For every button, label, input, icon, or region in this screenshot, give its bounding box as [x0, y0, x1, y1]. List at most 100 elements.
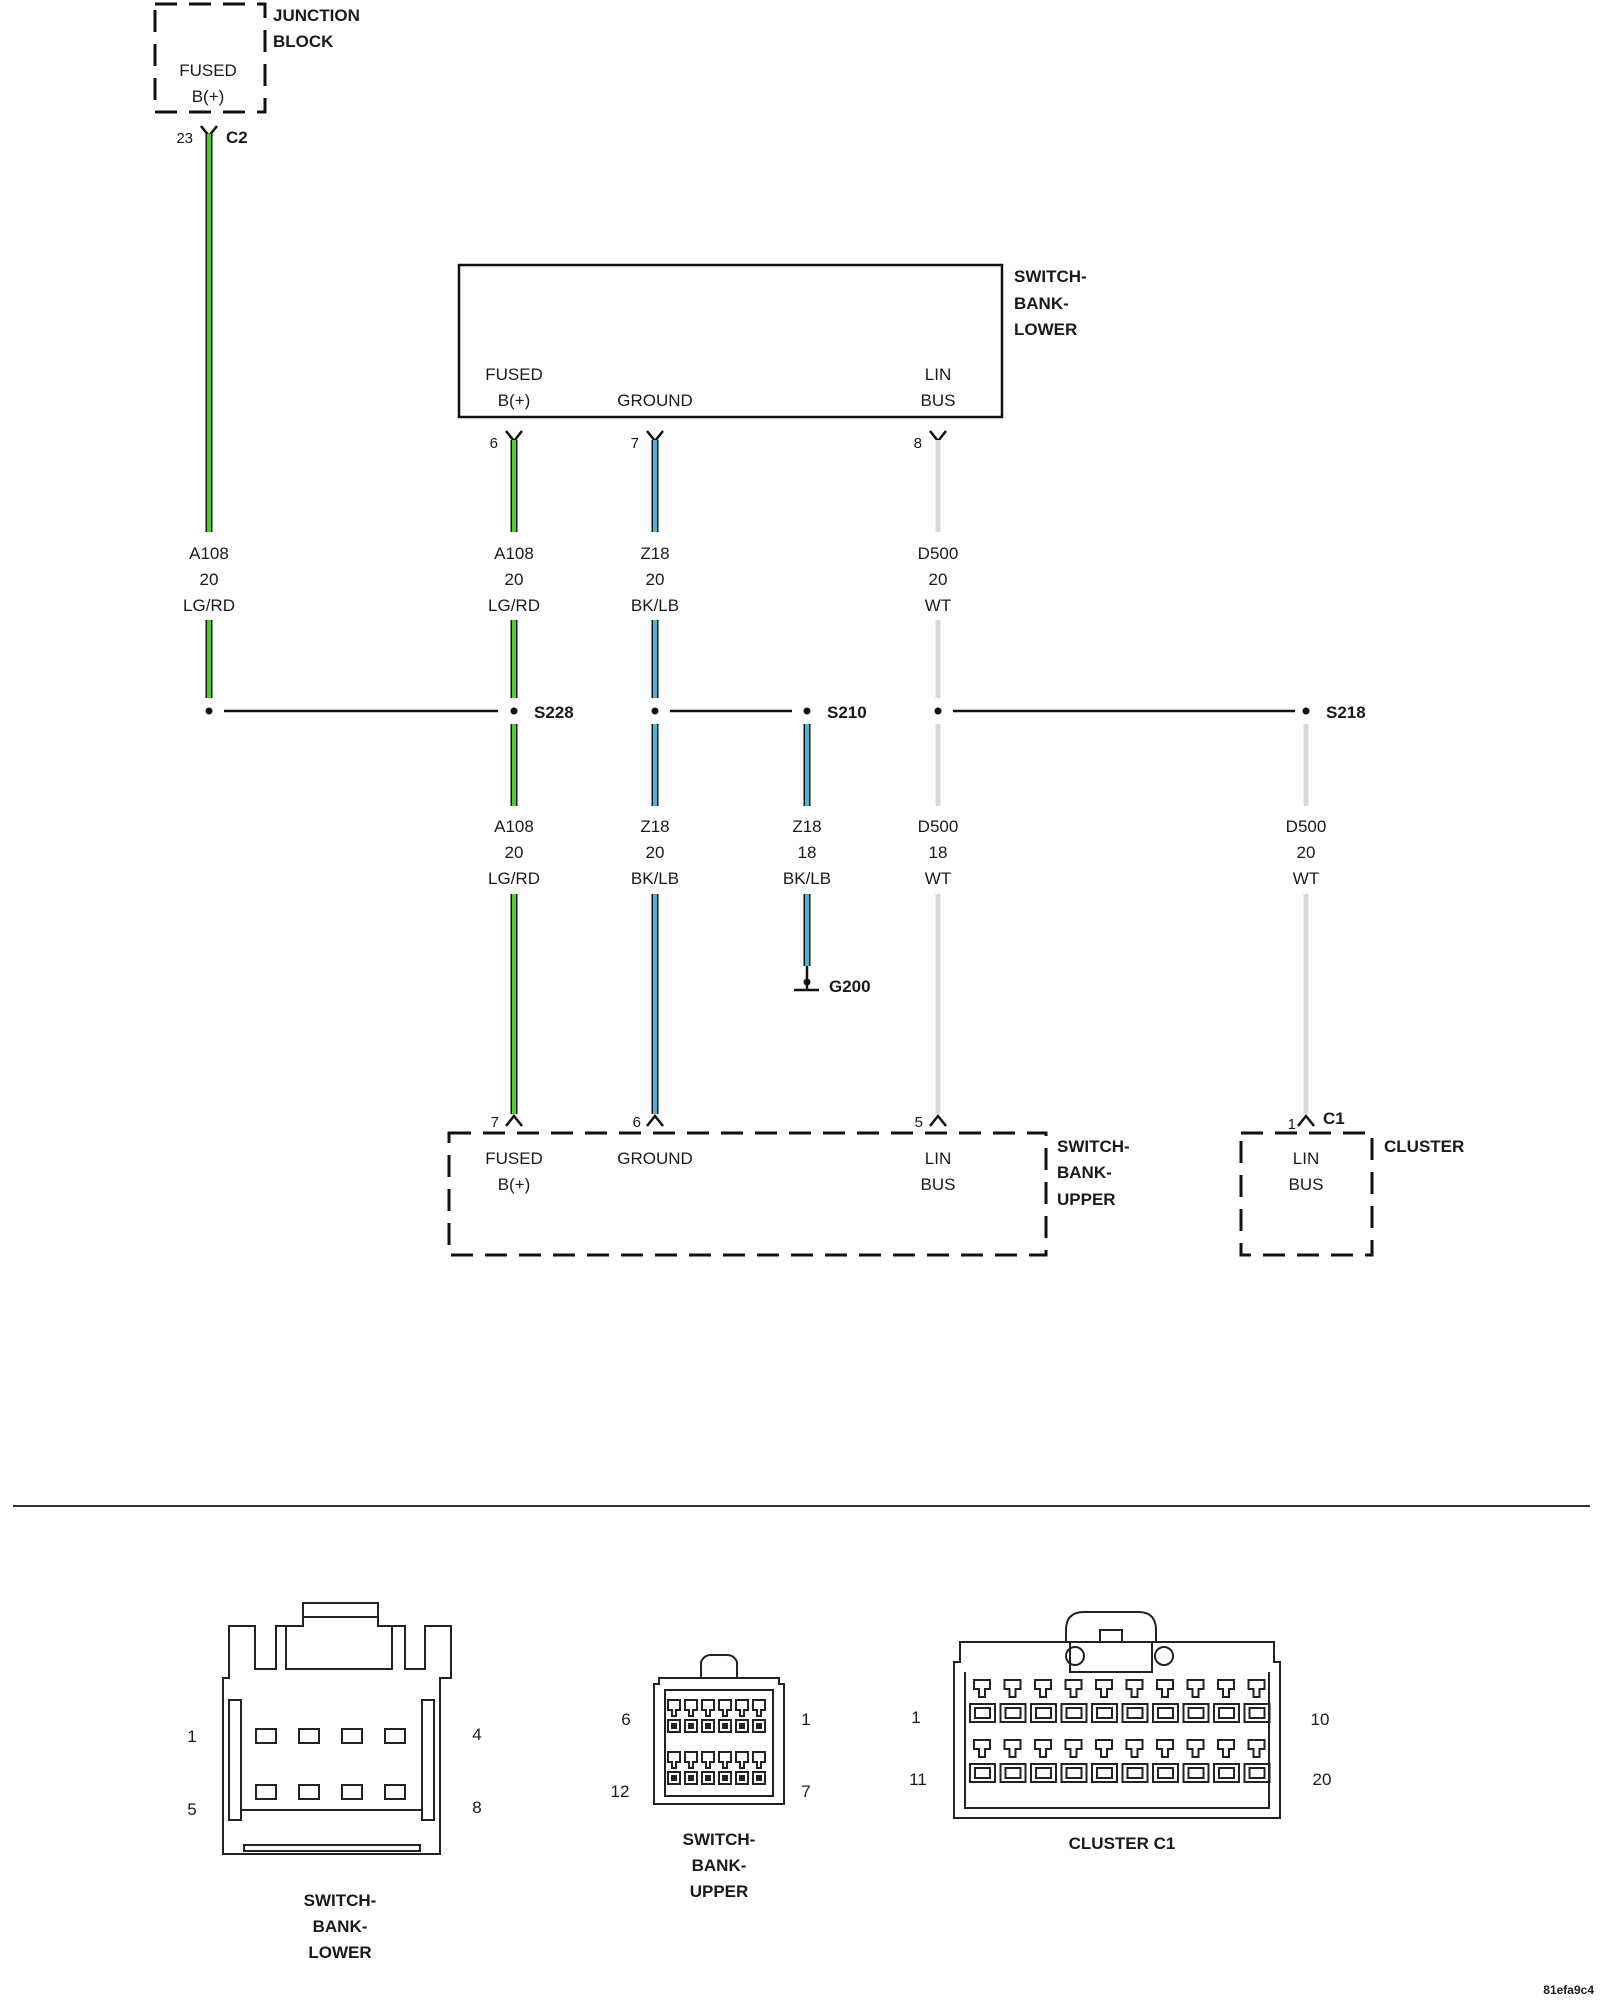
cavity	[1060, 1763, 1088, 1783]
cavity	[1060, 1703, 1088, 1723]
wire-label-circuit: A108	[494, 544, 534, 563]
cavity-latch	[1034, 1679, 1052, 1698]
cavity	[1243, 1703, 1271, 1723]
pin-label: 1	[911, 1708, 920, 1727]
wire-label-gauge: 20	[505, 843, 524, 862]
cavity	[1243, 1763, 1271, 1783]
cavity-terminal	[1218, 1707, 1235, 1719]
switch-bank-lower-pin8-label-1: LIN	[925, 365, 951, 384]
cavity-terminal	[1126, 1707, 1144, 1719]
cavity-latch	[1217, 1739, 1235, 1758]
junction-block-name-1: JUNCTION	[273, 6, 360, 25]
wire-label-circuit: D500	[918, 817, 959, 836]
cavity-latch	[752, 1699, 766, 1717]
junction-block-outline	[153, 2, 267, 114]
cavity-terminal	[722, 1775, 728, 1781]
switch-bank-upper-name-1: SWITCH-	[1057, 1137, 1130, 1156]
splice-label-s218: S218	[1326, 703, 1366, 722]
cavity	[969, 1703, 996, 1723]
wire-label-color: WT	[925, 596, 951, 615]
cavity-terminal	[1004, 1707, 1022, 1719]
cavity	[735, 1719, 749, 1733]
cavity-terminal	[1248, 1767, 1266, 1779]
connector-caption-1: SWITCH-	[304, 1891, 377, 1910]
cavity-terminal	[756, 1775, 762, 1781]
cavity-terminal	[1157, 1767, 1174, 1779]
cavity-terminal	[1157, 1707, 1174, 1719]
cavity-terminal	[671, 1723, 677, 1729]
splice-dot	[1302, 707, 1310, 715]
switch-bank-lower-pin8-label-2: BUS	[921, 391, 956, 410]
connector-post	[1154, 1646, 1174, 1666]
cavity	[1091, 1763, 1118, 1783]
cavity	[1182, 1763, 1210, 1783]
cavity	[701, 1771, 715, 1785]
switch-bank-upper-pin7-symbol	[505, 1113, 523, 1127]
cavity-latch	[667, 1751, 681, 1769]
switch-bank-lower-pin6-number: 6	[490, 435, 498, 452]
connector-housing	[222, 1602, 452, 1855]
ground-label: G200	[829, 977, 871, 996]
switch-bank-upper-pin7-label-2: B(+)	[498, 1175, 531, 1194]
cavity	[1030, 1763, 1057, 1783]
pin-label: 5	[187, 1800, 196, 1819]
switch-bank-lower-pin6-label-1: FUSED	[485, 365, 543, 384]
cavity	[1030, 1703, 1057, 1723]
switch-bank-lower-pin6-label-2: B(+)	[498, 391, 531, 410]
switch-bank-upper-outline	[447, 1131, 1048, 1257]
cavity	[718, 1771, 732, 1785]
wire-label-gauge: 20	[1297, 843, 1316, 862]
switch-bank-upper-name-2: BANK-	[1057, 1163, 1112, 1182]
wire-label-color: WT	[1293, 869, 1319, 888]
cavity-latch	[1003, 1739, 1022, 1758]
cluster-connector: C1	[1323, 1109, 1345, 1128]
cluster-name: CLUSTER	[1384, 1137, 1464, 1156]
connector-latch	[285, 1625, 393, 1670]
wires-lower	[510, 724, 1309, 1114]
cluster-label-2: BUS	[1289, 1175, 1324, 1194]
wire-label-color: BK/LB	[631, 596, 679, 615]
cavity	[999, 1763, 1027, 1783]
cavity-latch	[1125, 1679, 1144, 1698]
switch-bank-upper-pin5-label-2: BUS	[921, 1175, 956, 1194]
switch-bank-lower-name-3: LOWER	[1014, 320, 1077, 339]
connector-caption-1: SWITCH-	[683, 1830, 756, 1849]
switch-bank-lower-pin8-symbol	[929, 430, 947, 444]
cavity	[341, 1784, 363, 1800]
switch-bank-upper-name-3: UPPER	[1057, 1190, 1116, 1209]
figure-code: 81efa9c4	[1543, 1983, 1594, 1997]
wire-label-circuit: D500	[918, 544, 959, 563]
cavity	[684, 1771, 698, 1785]
junction-block: JUNCTION BLOCK FUSED B(+) 23 C2	[153, 2, 360, 147]
switch-bank-upper-pin6-number: 6	[633, 1114, 641, 1131]
pin-label: 7	[801, 1782, 810, 1801]
cavity-terminal	[739, 1723, 745, 1729]
cavity-terminal	[688, 1775, 694, 1781]
connector-cavities-cluster	[969, 1679, 1271, 1783]
connector-view-cluster-c1	[953, 1611, 1281, 1819]
splice-label-s228: S228	[534, 703, 574, 722]
switch-bank-lower-name-2: BANK-	[1014, 294, 1069, 313]
wire-label-color: BK/LB	[783, 869, 831, 888]
cavity-latch	[1125, 1739, 1144, 1758]
ground-g200: G200	[794, 966, 871, 996]
cavity-latch	[1247, 1679, 1266, 1698]
cavity	[1152, 1763, 1179, 1783]
switch-bank-lower-pin7-number: 7	[631, 435, 639, 452]
cavity	[298, 1728, 320, 1744]
cavity-terminal	[1035, 1767, 1052, 1779]
cavity	[701, 1719, 715, 1733]
connector-bottom-edge	[240, 1809, 423, 1820]
cavity	[255, 1728, 277, 1744]
connector-side-rib	[421, 1699, 435, 1821]
wire-label-color: LG/RD	[183, 596, 235, 615]
splice-dot	[510, 707, 518, 715]
cavity	[298, 1784, 320, 1800]
cavity-latch	[1156, 1739, 1174, 1758]
connector-housing	[953, 1641, 1281, 1819]
cavity-terminal	[688, 1723, 694, 1729]
wire-label-color: BK/LB	[631, 869, 679, 888]
cavity	[969, 1763, 996, 1783]
pin-label: 8	[472, 1798, 481, 1817]
splice-label-s210: S210	[827, 703, 867, 722]
